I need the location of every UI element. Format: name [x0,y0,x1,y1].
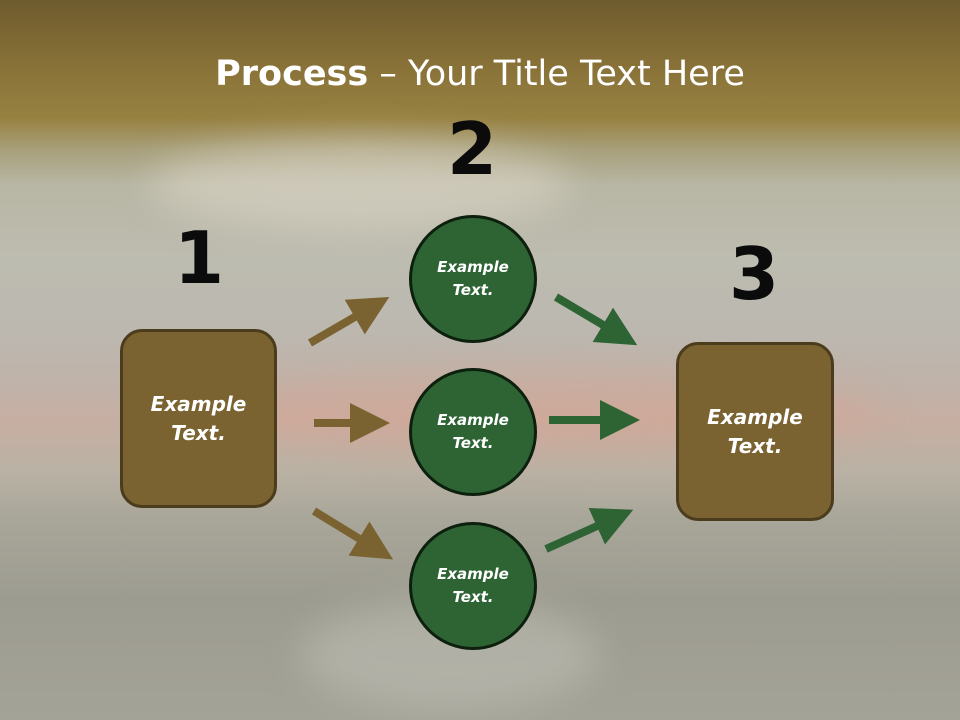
step-1-text: Example Text. [150,391,247,445]
step-2-circle-top: Example Text. [409,215,537,343]
step-number-3: 3 [728,232,780,316]
arrow-box1-to-circle-bottom [311,507,394,560]
step-3-box: Example Text. [676,342,834,521]
step-3-text: Example Text. [707,404,803,458]
title-bold: Process [215,54,369,94]
circle-bottom-text: Example Text. [437,564,509,606]
circle-middle-text: Example Text. [437,410,509,452]
slide-title: Process – Your Title Text Here [0,54,960,94]
step-1-box: Example Text. [120,329,277,508]
step-2-circle-middle: Example Text. [409,368,537,496]
step-2-circle-bottom: Example Text. [409,522,537,650]
arrow-circle-bottom-to-box3 [544,507,634,553]
title-rest: – Your Title Text Here [368,54,745,94]
step-number-1: 1 [173,216,225,300]
step-number-2: 2 [446,107,498,191]
arrow-box1-to-circle-top [307,296,390,347]
circle-top-text: Example Text. [437,257,509,299]
cloud-haze [150,140,570,230]
arrow-circle-top-to-box3 [553,293,638,346]
